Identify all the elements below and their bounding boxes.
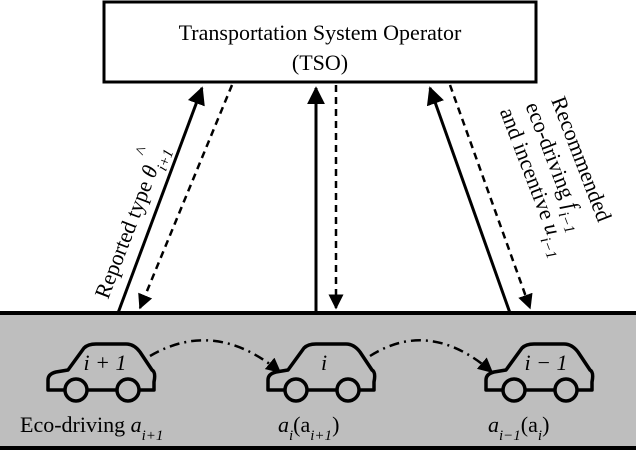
tso-title-line2: (TSO) <box>292 50 348 75</box>
car-i-minus-1: i − 1 <box>484 342 595 403</box>
left-report-arrow <box>116 86 205 314</box>
caption-car-i-plus-1: Eco-driving ai+1 <box>20 412 163 444</box>
car-label-i-plus-1: i + 1 <box>84 350 127 375</box>
svg-text:Reported type θi+1: Reported type θi+1 <box>89 141 177 304</box>
tso-title-line1: Transportation System Operator <box>179 20 462 45</box>
caption-car-i: ai(ai+1) <box>278 412 339 444</box>
caption-car-i-minus-1: ai−1(ai) <box>488 412 549 444</box>
car-i-plus-1: i + 1 <box>46 342 157 403</box>
tso-box <box>102 0 538 84</box>
car-label-i-minus-1: i − 1 <box>525 350 568 375</box>
left-arrow-label: Reported type θi+1 ^ <box>89 141 177 304</box>
right-report-arrow <box>426 86 512 314</box>
right-feedback-arrow <box>448 84 533 310</box>
right-arrow-label: Recommended eco-driving fi−1 and incenti… <box>495 93 617 261</box>
arc-car2-to-car3 <box>369 339 494 373</box>
arc-car1-to-car2 <box>149 339 282 373</box>
car-label-i: i <box>321 350 327 375</box>
left-feedback-arrow <box>138 84 234 310</box>
car-i: i <box>266 342 377 403</box>
svg-text:^: ^ <box>131 143 153 159</box>
